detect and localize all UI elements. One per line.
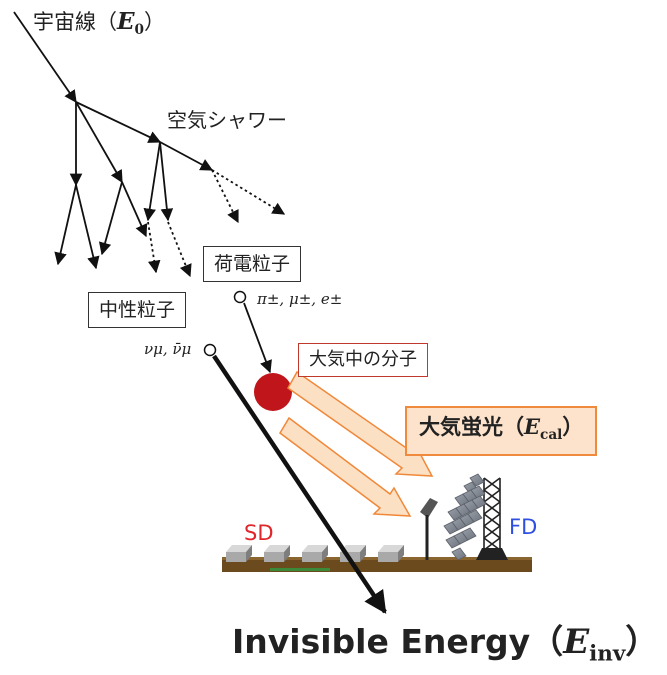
invisible-energy-label: Invisible Energy（Einv） (232, 622, 658, 675)
cosmic-ray-close: ） (144, 10, 166, 34)
sd-detector-2 (264, 545, 290, 562)
sd-detector-3 (302, 545, 328, 562)
fluorescence-subscript: cal (540, 426, 563, 443)
neutrino-origin (203, 343, 217, 357)
invisible-energy-close: ） (625, 622, 659, 661)
invisible-energy-text: Invisible Energy（ (232, 622, 564, 661)
charged-particle-track (243, 302, 272, 374)
cosmic-ray-label: 宇宙線（E0） (33, 10, 165, 42)
charged-particle-symbols: π±, μ±, e± (257, 290, 343, 308)
cosmic-ray-subscript: 0 (134, 21, 145, 38)
shower-dotted-branches (147, 169, 286, 278)
neutrino-track (212, 354, 387, 614)
fd-label: FD (509, 515, 538, 539)
shower-branches (54, 101, 214, 270)
cosmic-ray-symbol: E (117, 8, 135, 35)
invisible-energy-symbol: E (563, 622, 590, 662)
air-shower-label: 空気シャワー (167, 108, 287, 132)
charged-particle-origin (233, 290, 247, 304)
invisible-energy-subscript: inv (589, 641, 626, 667)
fd-station (420, 473, 508, 561)
molecule-dot (254, 373, 292, 411)
fluorescence-text: 大気蛍光（ (419, 415, 524, 439)
cosmic-ray-text: 宇宙線（ (33, 10, 117, 34)
neutrino-symbols: νμ, ν̄μ (144, 340, 192, 358)
primary-track (13, 11, 77, 104)
sd-detector-1 (226, 545, 252, 562)
fluorescence-symbol: E (524, 414, 541, 439)
fluorescence-box: 大気蛍光（Ecal） (405, 406, 598, 456)
sd-detector-5 (378, 545, 404, 562)
neutral-particle-box: 中性粒子 (88, 292, 187, 328)
fluorescence-close: ） (562, 415, 584, 439)
sd-label: SD (244, 521, 274, 545)
molecule-box: 大気中の分子 (298, 343, 428, 377)
charged-particle-box: 荷電粒子 (203, 246, 302, 282)
